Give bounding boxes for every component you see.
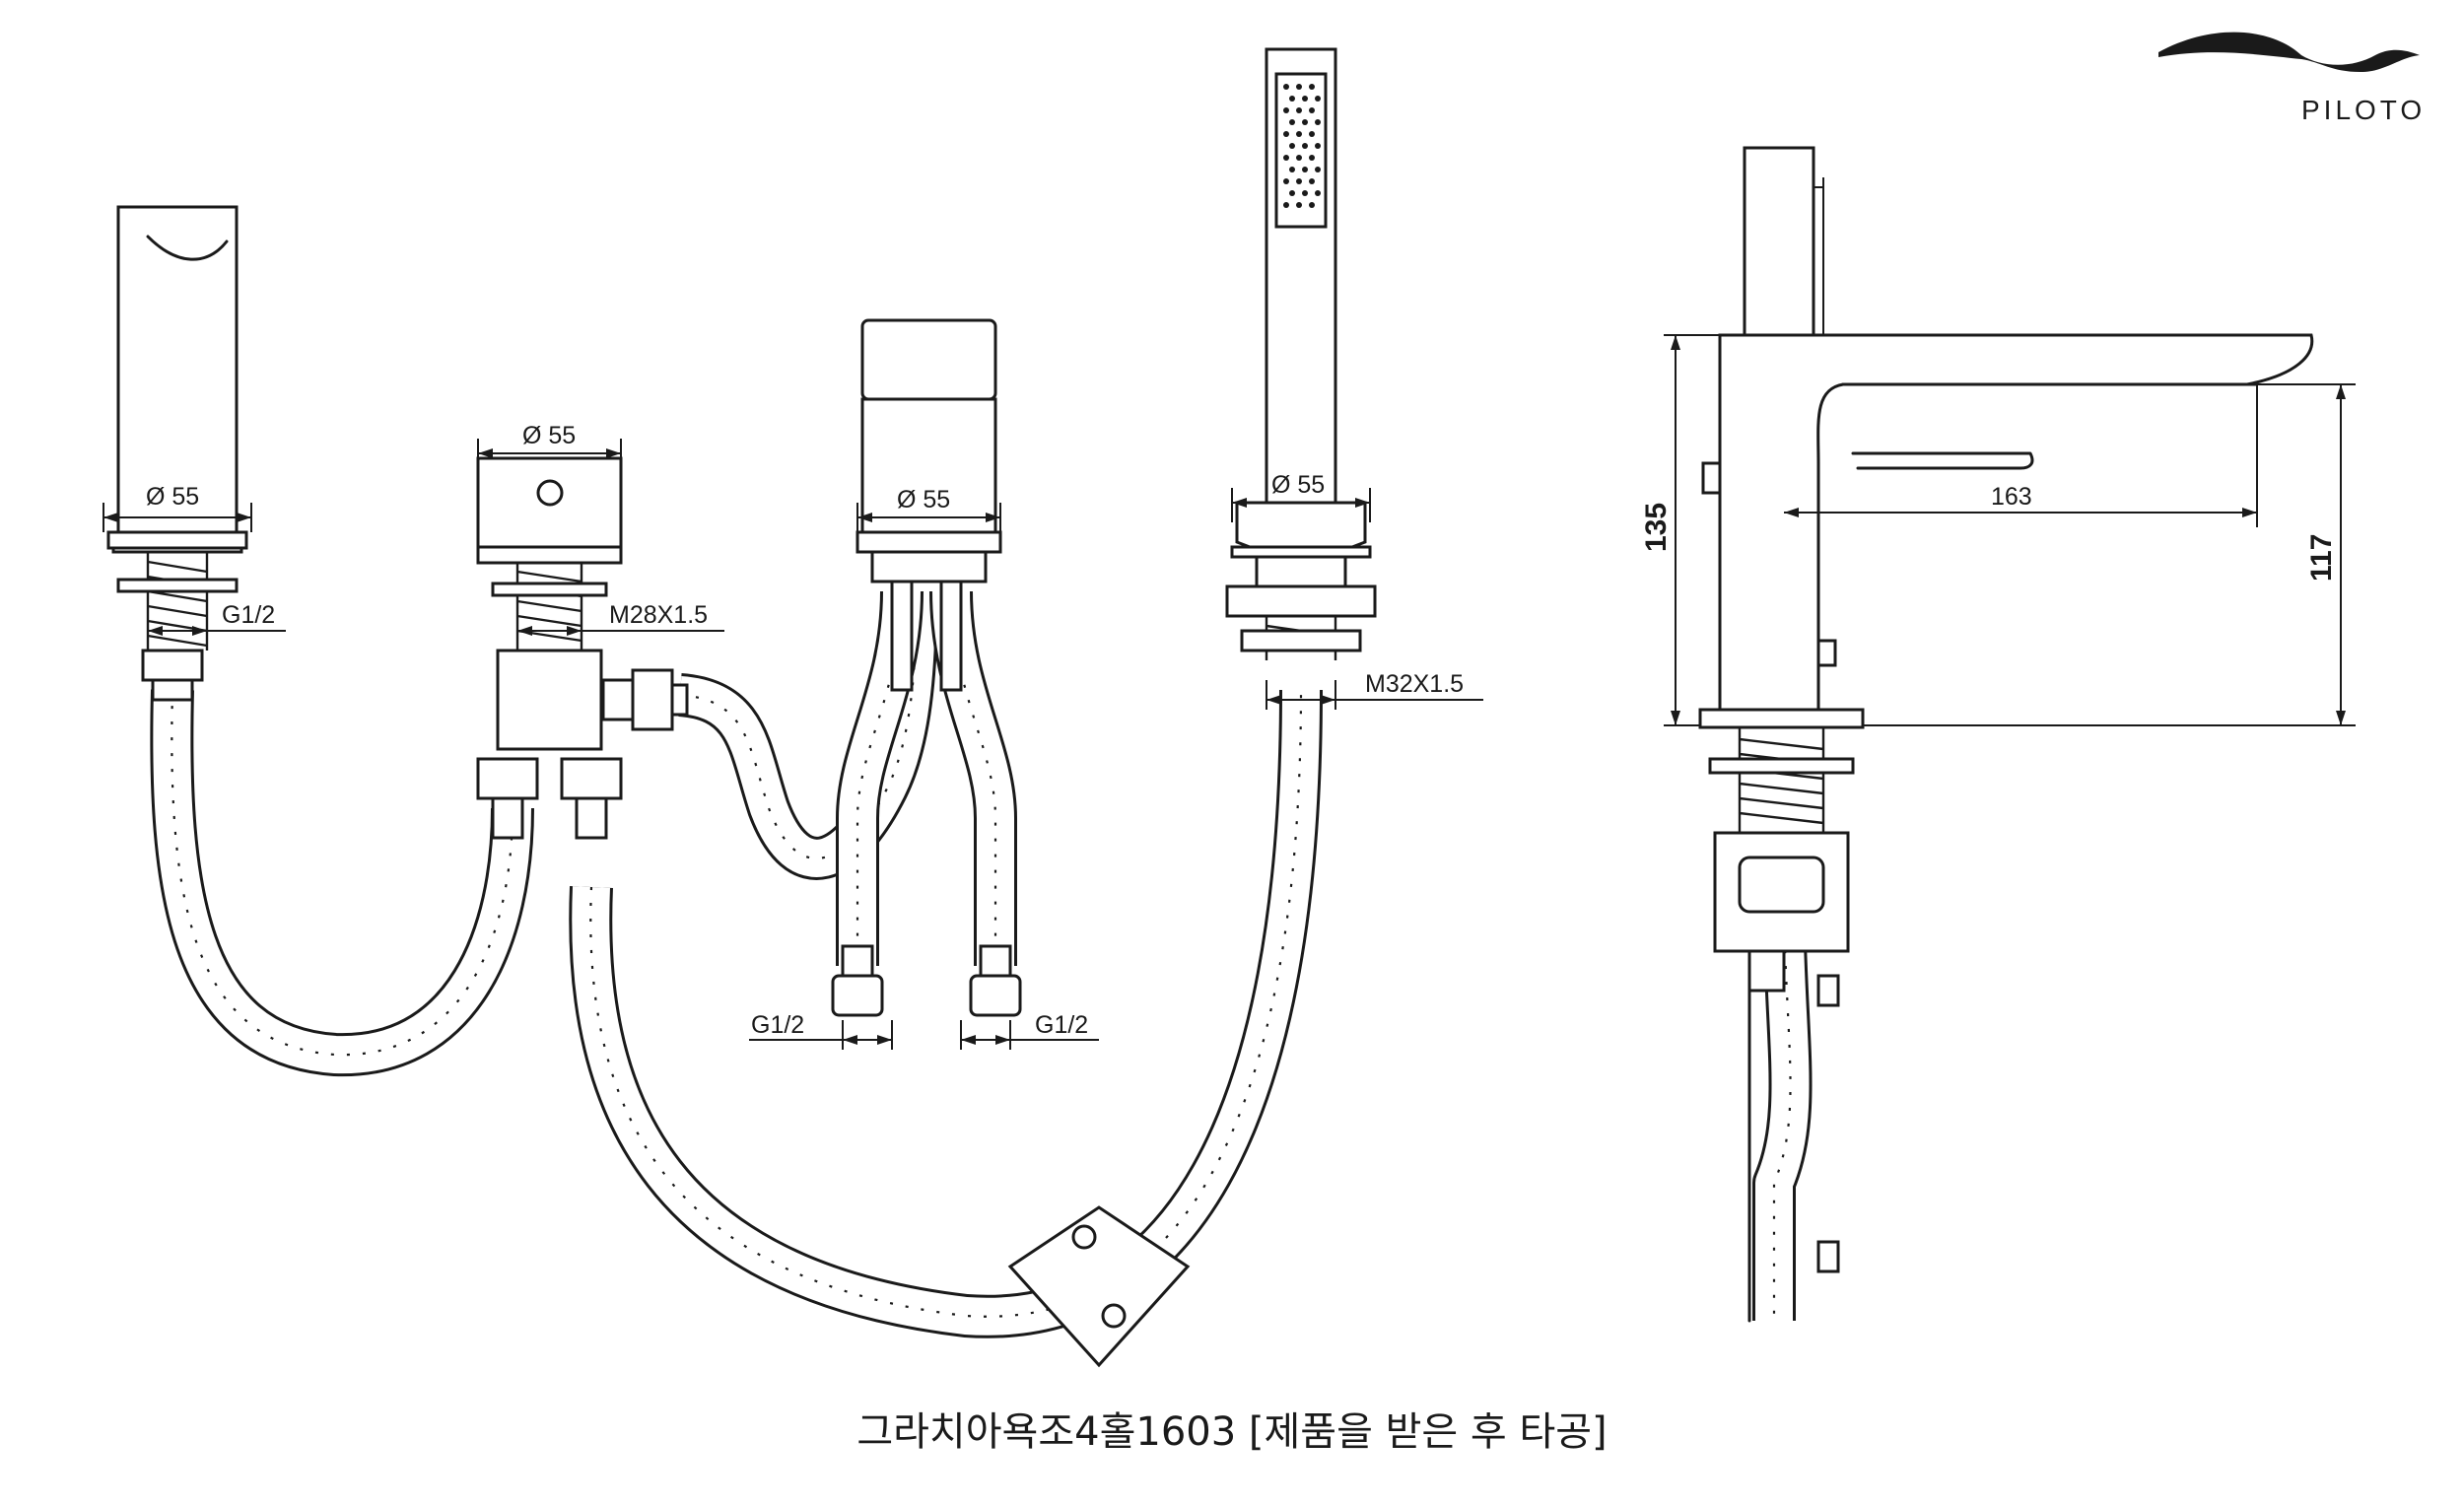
handle-diameter-label: Ø 55: [897, 486, 950, 514]
handle-assembly: [749, 318, 1099, 1050]
piloto-logo-icon: [2158, 32, 2420, 72]
hoses: [150, 590, 1813, 1338]
product-caption: 그라치아욕조4홀1603 [제품을 받은 후 타공]: [856, 1409, 1608, 1455]
spout-assembly: [103, 205, 286, 702]
side-spout-reach-label: 163: [1991, 483, 2032, 511]
inlet-left-thread-label: G1/2: [751, 1011, 804, 1039]
hand-shower-assembly: [1007, 47, 1483, 1368]
shower-nozzle-pattern: [1283, 84, 1321, 208]
diverter-diameter-label: Ø 55: [522, 422, 576, 449]
side-view: [1664, 146, 2356, 1323]
spout-diameter-label: Ø 55: [146, 483, 199, 511]
spout-thread-label: G1/2: [222, 601, 275, 629]
diverter-thread-label: M28X1.5: [609, 601, 708, 629]
shower-thread-label: M32X1.5: [1365, 670, 1464, 698]
inlet-right-thread-label: G1/2: [1035, 1011, 1088, 1039]
side-spout-height-label: 117: [2305, 534, 2338, 582]
brand-name: PILOTO: [2301, 95, 2427, 125]
shower-diameter-label: Ø 55: [1271, 471, 1325, 499]
diverter-assembly: [476, 439, 724, 840]
side-height-label: 135: [1640, 503, 1673, 552]
